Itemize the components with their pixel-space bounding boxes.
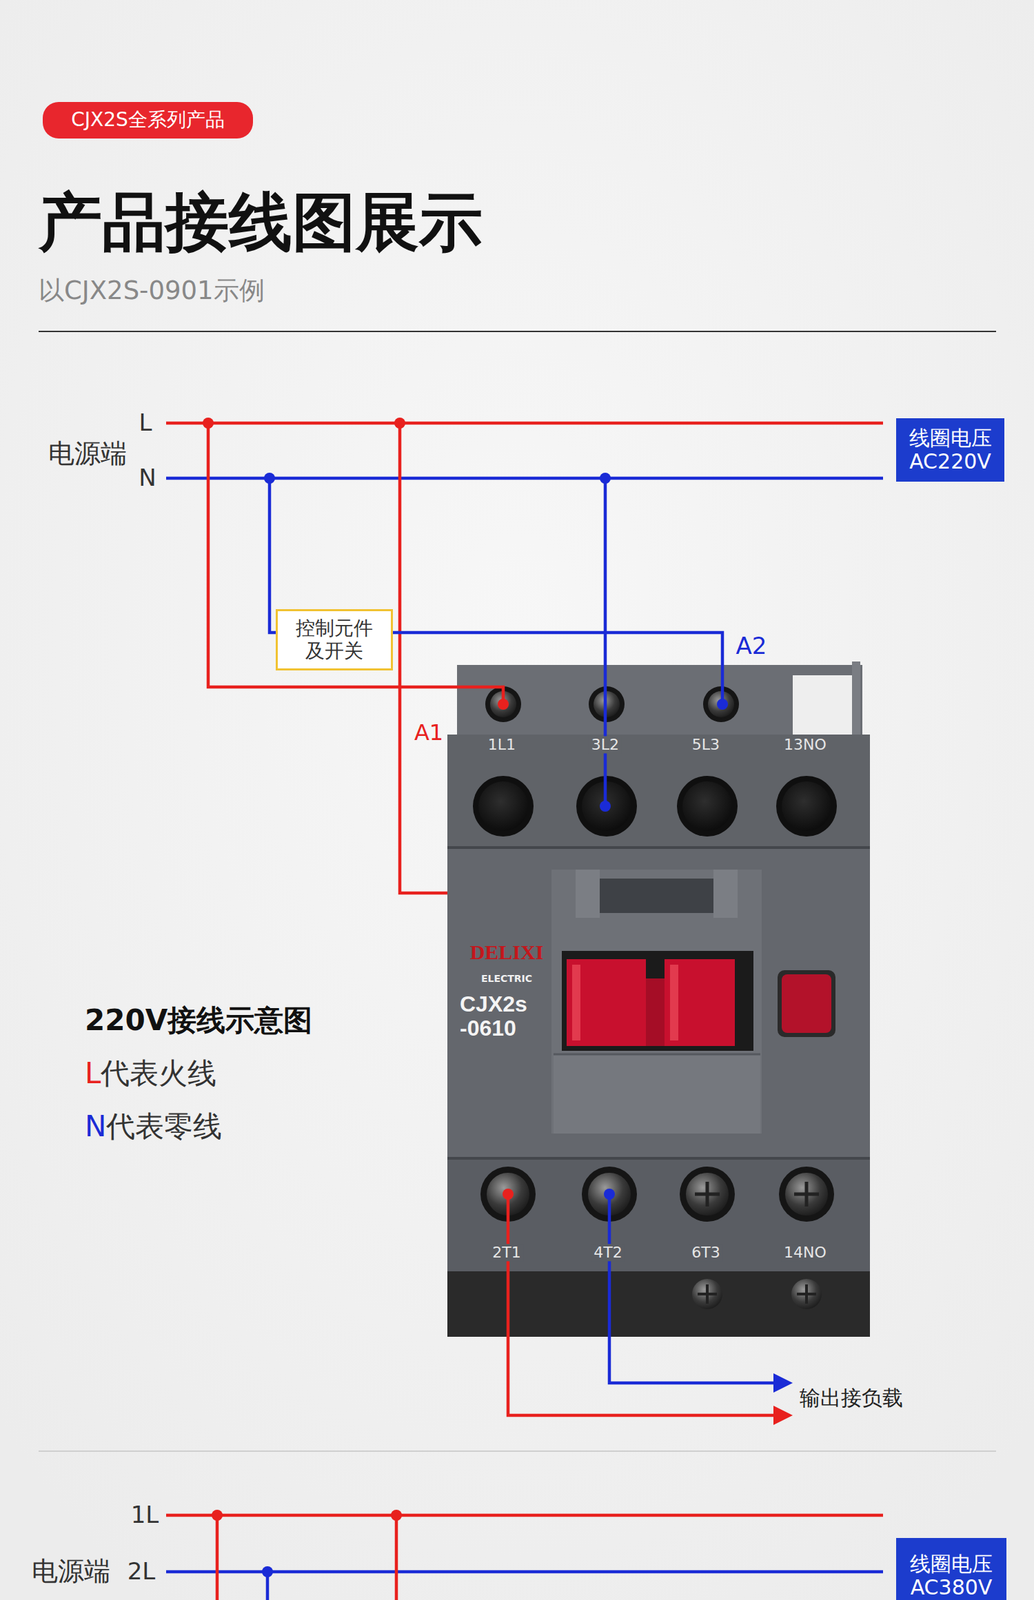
source-label: 电源端 [31,1557,111,1588]
key-note: L代表火线 [84,1057,217,1091]
terminal-label: 13NO [781,736,830,754]
box-text: CJX2S全系列产品 [71,108,225,131]
contactor-illustration [447,661,870,1338]
terminal-label: 2T1 [489,1244,524,1262]
section-heading: 220V接线示意图 [84,1004,313,1038]
line-name: N [138,464,156,492]
model-number: CJX2s -0610 [459,992,546,1041]
box-text: 线圈电压 AC380V [901,1553,1001,1600]
terminal-label: 1L1 [485,736,519,754]
terminal-label: 3L2 [588,736,622,754]
terminal-label: 14NO [781,1244,830,1262]
terminal-label: 6T3 [688,1244,723,1262]
source-label: 电源端 [48,439,127,470]
category-tag: CJX2S全系列产品 [42,102,253,139]
coil-terminal: A1 [414,720,444,746]
line-name: L [139,409,153,437]
coil-terminal: A2 [736,632,768,660]
junction-dots [202,417,793,1578]
box-text: 线圈电压 AC220V [901,426,999,475]
brand-subtitle: ELECTRIC [481,973,533,985]
brand-name: DELIXI [470,940,544,966]
voltage-box: 线圈电压 AC220V [896,418,1005,482]
output-note: 输出接负载 [799,1386,904,1412]
box-text: 控制元件 及开关 [284,617,384,662]
line-name: 2L [127,1558,156,1586]
terminal-label: 5L3 [689,736,723,754]
voltage-box: 线圈电压 AC380V [896,1538,1007,1600]
line-name: 1L [130,1502,160,1529]
control-box: 控制元件 及开关 [275,609,393,671]
terminal-label: 4T2 [590,1244,625,1262]
page-title: 产品接线图展示 [38,186,483,260]
subtitle: 以CJX2S-0901示例 [38,276,265,307]
key-note: N代表零线 [84,1110,222,1144]
